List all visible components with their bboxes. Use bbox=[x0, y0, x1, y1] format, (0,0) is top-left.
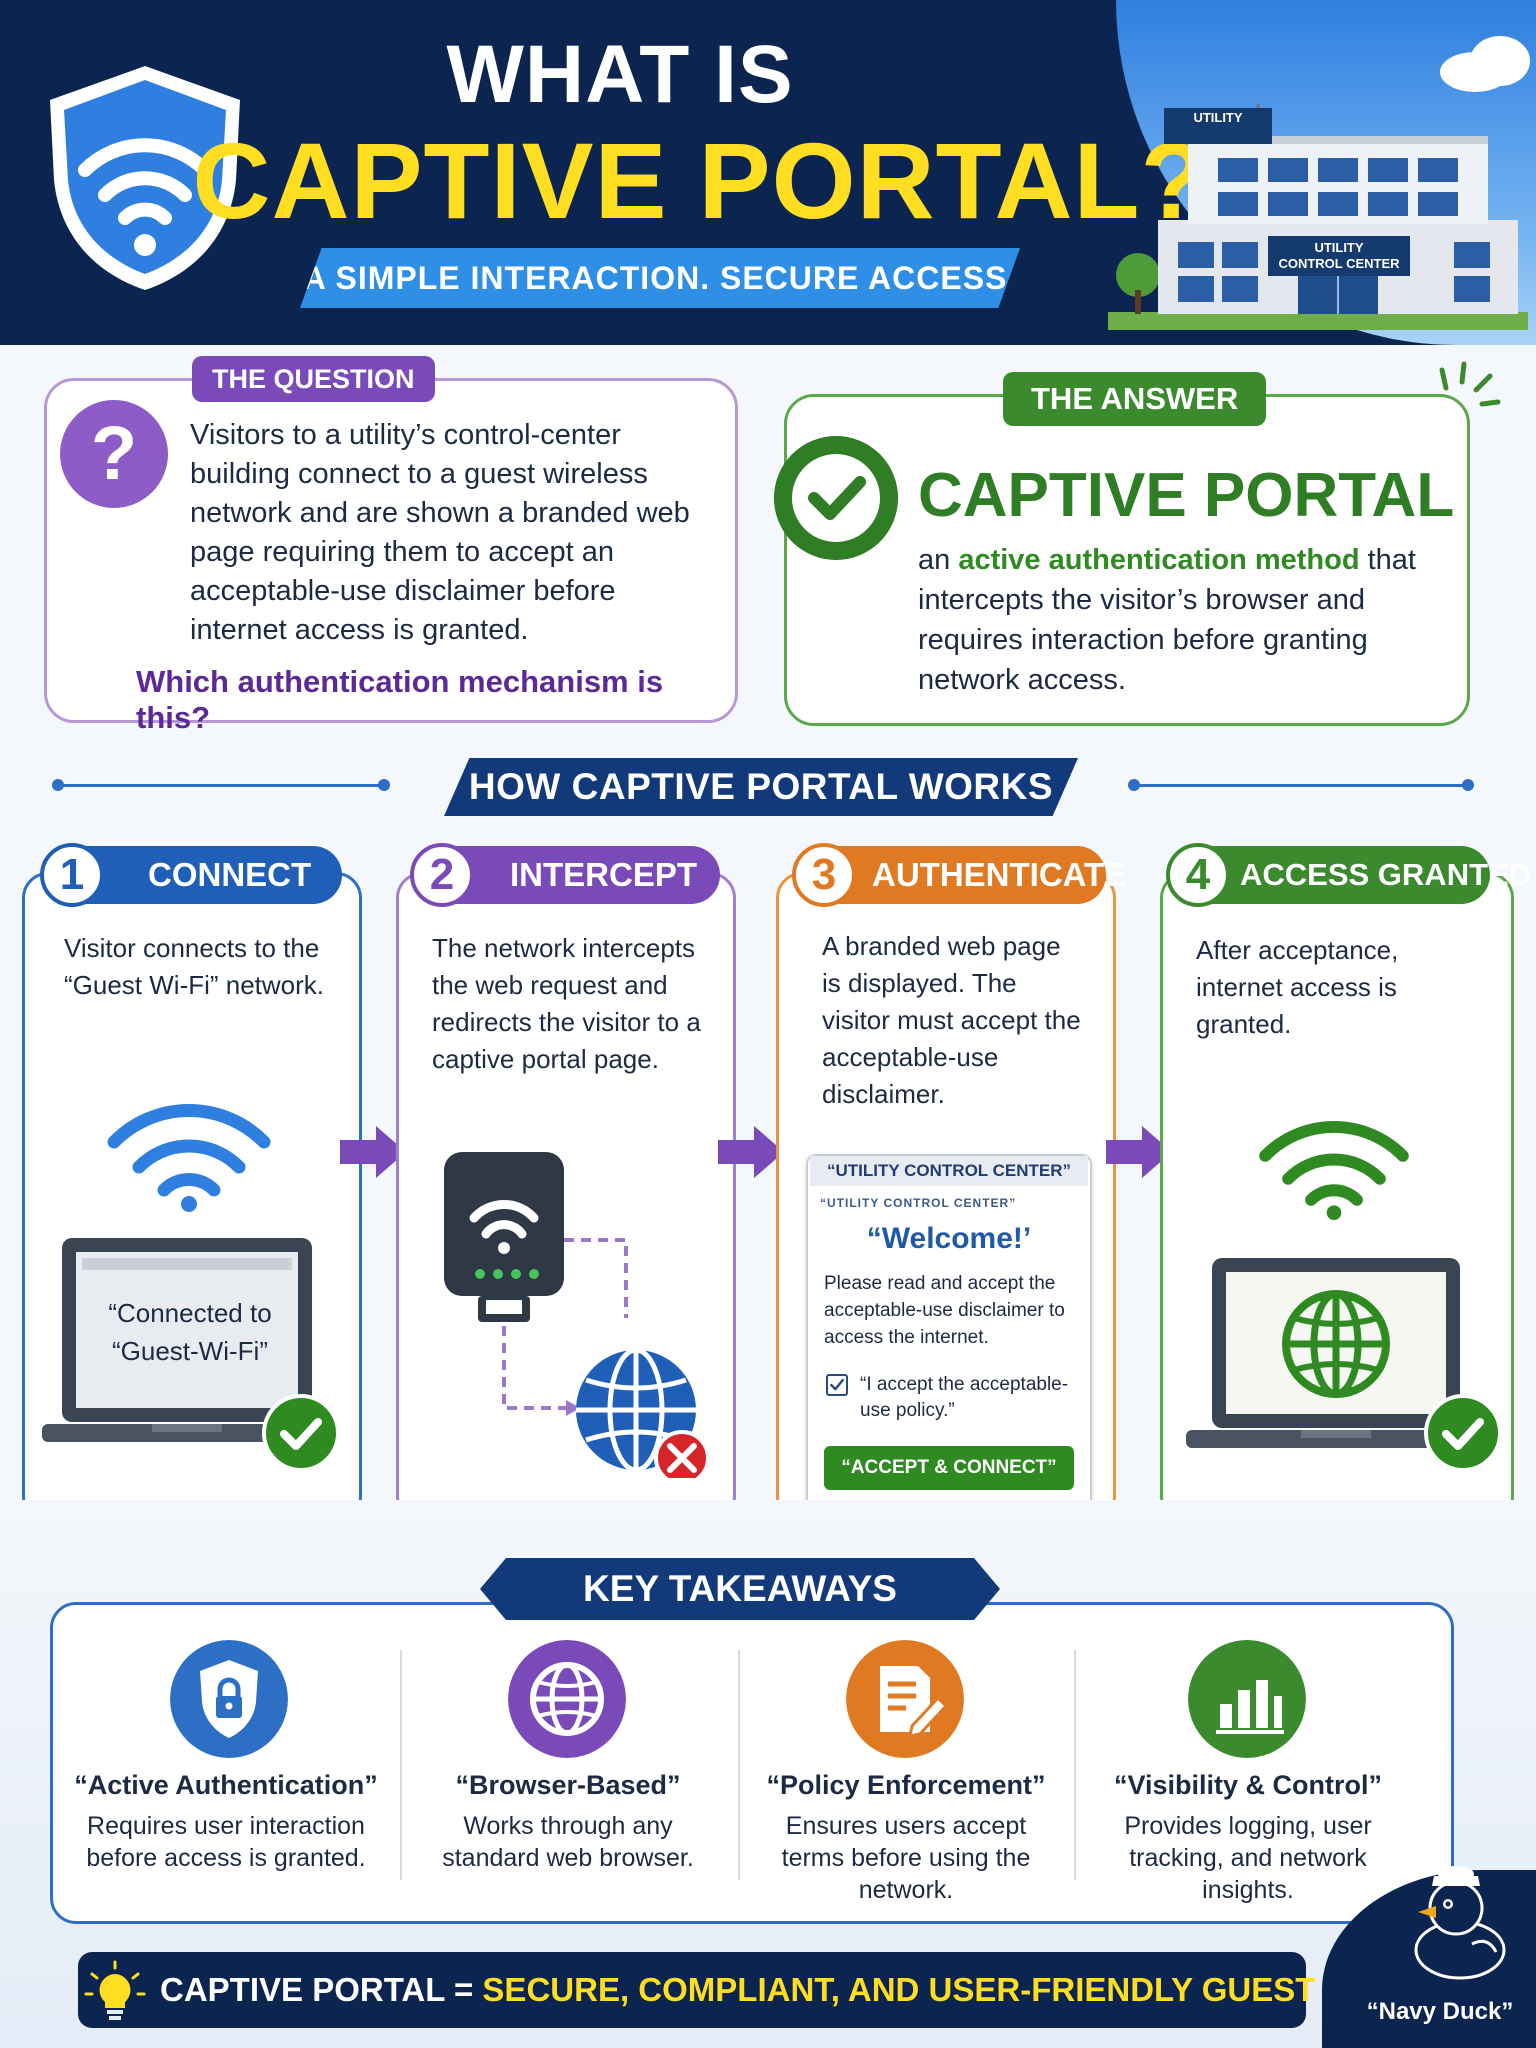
accept-and-connect-button[interactable]: “ACCEPT & CONNECT” bbox=[824, 1446, 1074, 1490]
check-badge-icon bbox=[1424, 1394, 1502, 1472]
takeaway-divider bbox=[1074, 1650, 1076, 1880]
wifi-icon bbox=[1259, 1121, 1409, 1221]
laptop-globe-icon bbox=[1186, 1258, 1486, 1448]
wifi-icon bbox=[107, 1103, 271, 1212]
step-1-number: 1 bbox=[40, 843, 104, 907]
how-it-works-title: HOW CAPTIVE PORTAL WORKS bbox=[468, 766, 1054, 807]
takeaway-2-desc: Works through any standard web browser. bbox=[442, 1812, 694, 1872]
mascot-label: “Navy Duck” bbox=[1366, 1998, 1514, 2025]
building-sign-top: UTILITY bbox=[1164, 108, 1272, 144]
arrow-right-icon bbox=[1106, 1126, 1172, 1178]
building-sign-middle: UTILITY CONTROL CENTER bbox=[1268, 236, 1410, 276]
portal-header: “UTILITY CONTROL CENTER” bbox=[810, 1156, 1088, 1186]
portal-subheader: “UTILITY CONTROL CENTER” bbox=[820, 1196, 1017, 1210]
step-4-label: ACCESS GRANTED bbox=[1240, 857, 1532, 892]
takeaway-2-name: “Browser-Based” bbox=[455, 1770, 681, 1800]
building-sign-mid-line-1: UTILITY bbox=[1314, 240, 1364, 255]
subtitle-banner: A SIMPLE INTERACTION. SECURE ACCESS. bbox=[300, 248, 1020, 308]
portal-message: Please read and accept the acceptable-us… bbox=[824, 1273, 1065, 1348]
step-1-description: Visitor connects to the “Guest Wi-Fi” ne… bbox=[64, 933, 325, 1000]
key-takeaways-banner: KEY TAKEAWAYS bbox=[480, 1558, 1000, 1620]
takeaway-divider bbox=[400, 1650, 402, 1880]
lightbulb-icon bbox=[84, 1960, 146, 2020]
takeaway-3-name: “Policy Enforcement” bbox=[766, 1770, 1046, 1800]
answer-title: CAPTIVE PORTAL bbox=[918, 461, 1455, 530]
step-4-pill bbox=[1184, 846, 1490, 904]
check-badge-icon bbox=[262, 1394, 340, 1472]
duck-mascot-icon bbox=[1414, 1866, 1506, 1980]
question-text: Visitors to a utility’s control-center b… bbox=[190, 419, 690, 646]
takeaway-4-name: “Visibility & Control” bbox=[1113, 1770, 1383, 1800]
takeaway-3-desc: Ensures users accept terms before using … bbox=[781, 1812, 1031, 1904]
answer-text-prefix: an bbox=[918, 544, 959, 576]
step-2-label: INTERCEPT bbox=[510, 856, 698, 893]
router-redirect-illustration bbox=[444, 1152, 710, 1478]
answer-tag: THE ANSWER bbox=[1003, 372, 1267, 426]
lock-shield-icon bbox=[170, 1640, 288, 1758]
step-2-description: The network intercepts the web request a… bbox=[432, 933, 701, 1074]
document-pen-icon bbox=[846, 1640, 964, 1758]
laptop-screen-text: “Connected to “Guest-Wi-Fi” bbox=[108, 1298, 272, 1366]
step-2-number: 2 bbox=[410, 843, 474, 907]
footer-highlight: SECURE, COMPLIANT, AND USER-FRIENDLY GUE… bbox=[482, 1971, 1461, 2008]
step-4-description: After acceptance, internet access is gra… bbox=[1196, 935, 1399, 1039]
title-line-2: CAPTIVE PORTAL? bbox=[192, 120, 1208, 241]
arrow-right-icon bbox=[340, 1126, 406, 1178]
cloud bbox=[1470, 36, 1530, 86]
divider-dot bbox=[1462, 779, 1474, 791]
takeaway-1-desc: Requires user interaction before access … bbox=[86, 1812, 366, 1872]
arrow-right-icon bbox=[718, 1126, 784, 1178]
key-takeaways-title: KEY TAKEAWAYS bbox=[583, 1568, 897, 1609]
answer-text-highlight: active authentication method bbox=[958, 544, 1360, 576]
answer-text-suffix: that intercepts the visitor’s browser an… bbox=[918, 544, 1416, 696]
step-1-label: CONNECT bbox=[148, 856, 312, 893]
building-illustration bbox=[1108, 104, 1528, 330]
divider-line-left bbox=[58, 784, 388, 787]
step-3-label: AUTHENTICATE bbox=[872, 856, 1127, 893]
question-prompt: Which authentication mechanism is this? bbox=[136, 664, 664, 735]
accept-policy-label: “I accept the acceptable-use policy.” bbox=[860, 1374, 1069, 1421]
title-line-1: WHAT IS bbox=[446, 29, 794, 120]
globe-icon bbox=[508, 1640, 626, 1758]
building-sign-top-text: UTILITY bbox=[1193, 110, 1243, 125]
how-it-works-banner: HOW CAPTIVE PORTAL WORKS bbox=[444, 758, 1078, 816]
step-4-number: 4 bbox=[1166, 843, 1230, 907]
footer-text: CAPTIVE PORTAL = SECURE, COMPLIANT, AND … bbox=[160, 1952, 1461, 2028]
footer-prefix: CAPTIVE PORTAL = bbox=[160, 1971, 483, 2008]
accept-checkbox[interactable] bbox=[826, 1374, 848, 1396]
answer-text: an active authentication method that int… bbox=[918, 540, 1438, 700]
takeaway-4-desc: Provides logging, user tracking, and net… bbox=[1124, 1812, 1372, 1904]
question-tag: THE QUESTION bbox=[192, 356, 435, 402]
answer-card bbox=[784, 394, 1470, 726]
question-mark-icon: ? bbox=[60, 400, 168, 508]
divider-dot bbox=[378, 779, 390, 791]
bar-chart-icon bbox=[1188, 1640, 1306, 1758]
wifi-shield-icon bbox=[50, 66, 240, 290]
sparkle-icon bbox=[1439, 361, 1501, 407]
takeaway-divider bbox=[738, 1650, 740, 1880]
step-3-number: 3 bbox=[792, 843, 856, 907]
subtitle: A SIMPLE INTERACTION. SECURE ACCESS. bbox=[302, 260, 1018, 296]
portal-welcome: “Welcome!’ bbox=[866, 1222, 1032, 1255]
footer-bar bbox=[78, 1952, 1306, 2028]
takeaway-1-name: “Active Authentication” bbox=[74, 1770, 378, 1800]
building-sign-mid-line-2: CONTROL CENTER bbox=[1278, 256, 1400, 271]
divider-line-right bbox=[1134, 784, 1470, 787]
laptop-icon bbox=[42, 1238, 332, 1442]
checkmark-icon bbox=[774, 436, 898, 560]
step-3-description: A branded web page is displayed. The vis… bbox=[822, 931, 1081, 1109]
